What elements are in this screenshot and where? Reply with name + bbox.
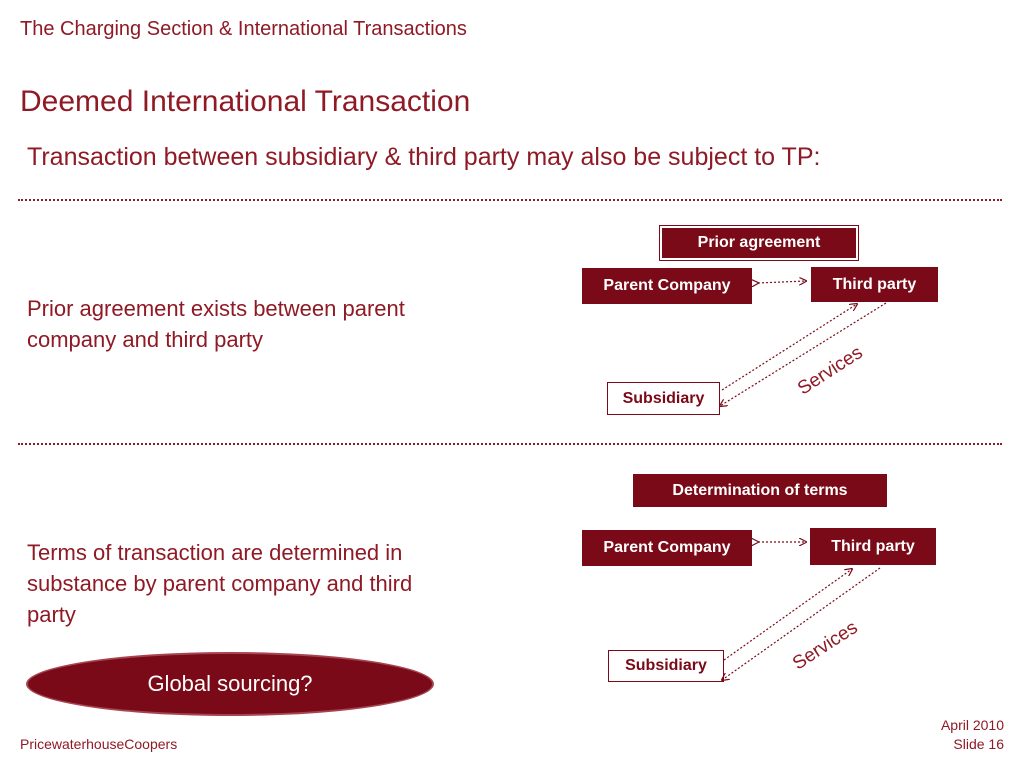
- slide-title: Deemed International Transaction: [20, 85, 471, 118]
- section-header: The Charging Section & International Tra…: [20, 18, 467, 40]
- scenario2-third-party-to-subsidiary-arrow: [722, 567, 881, 680]
- footer-company: PricewaterhouseCoopers: [20, 736, 178, 752]
- scenario2-subsidiary-to-third-party-arrow: [723, 569, 852, 661]
- scenario1-subsidiary-to-third-party-arrow: [721, 304, 857, 391]
- prior-agreement-label: Prior agreement: [662, 228, 856, 258]
- scenario2-subsidiary-box: Subsidiary: [608, 650, 724, 682]
- global-sourcing-text: Global sourcing?: [147, 671, 313, 696]
- global-sourcing-callout: Global sourcing?: [26, 652, 434, 716]
- divider-top: [18, 199, 1002, 201]
- footer-date: April 2010: [940, 717, 1004, 733]
- scenario1-description: Prior agreement exists between parent co…: [27, 296, 405, 352]
- scenario2-description: Terms of transaction are determined in s…: [27, 540, 413, 627]
- scenario1-third-party-box: Third party: [811, 267, 938, 302]
- determination-of-terms-label: Determination of terms: [633, 474, 887, 507]
- slide-subtitle: Transaction between subsidiary & third p…: [27, 143, 821, 171]
- divider-middle: [18, 443, 1002, 445]
- scenario2-third-party-box: Third party: [810, 528, 936, 565]
- footer-meta: April 2010 Slide 16: [941, 716, 1004, 754]
- scenario1-parent-third-party-arrow: [758, 281, 806, 283]
- footer-slide-number: Slide 16: [953, 736, 1004, 752]
- scenario1-subsidiary-box: Subsidiary: [607, 382, 720, 415]
- scenario1-parent-company-box: Parent Company: [582, 268, 752, 304]
- scenario2-parent-company-box: Parent Company: [582, 530, 752, 566]
- scenario1-third-party-to-subsidiary-arrow: [720, 302, 887, 406]
